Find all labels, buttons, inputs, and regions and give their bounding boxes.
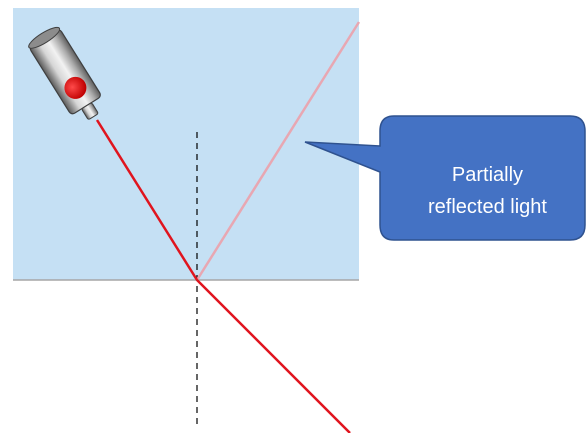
- refracted-ray: [197, 280, 350, 433]
- callout-label: Partially reflected light: [390, 146, 585, 236]
- callout-line-2: reflected light: [428, 191, 547, 223]
- callout-line-1: Partially: [428, 159, 547, 191]
